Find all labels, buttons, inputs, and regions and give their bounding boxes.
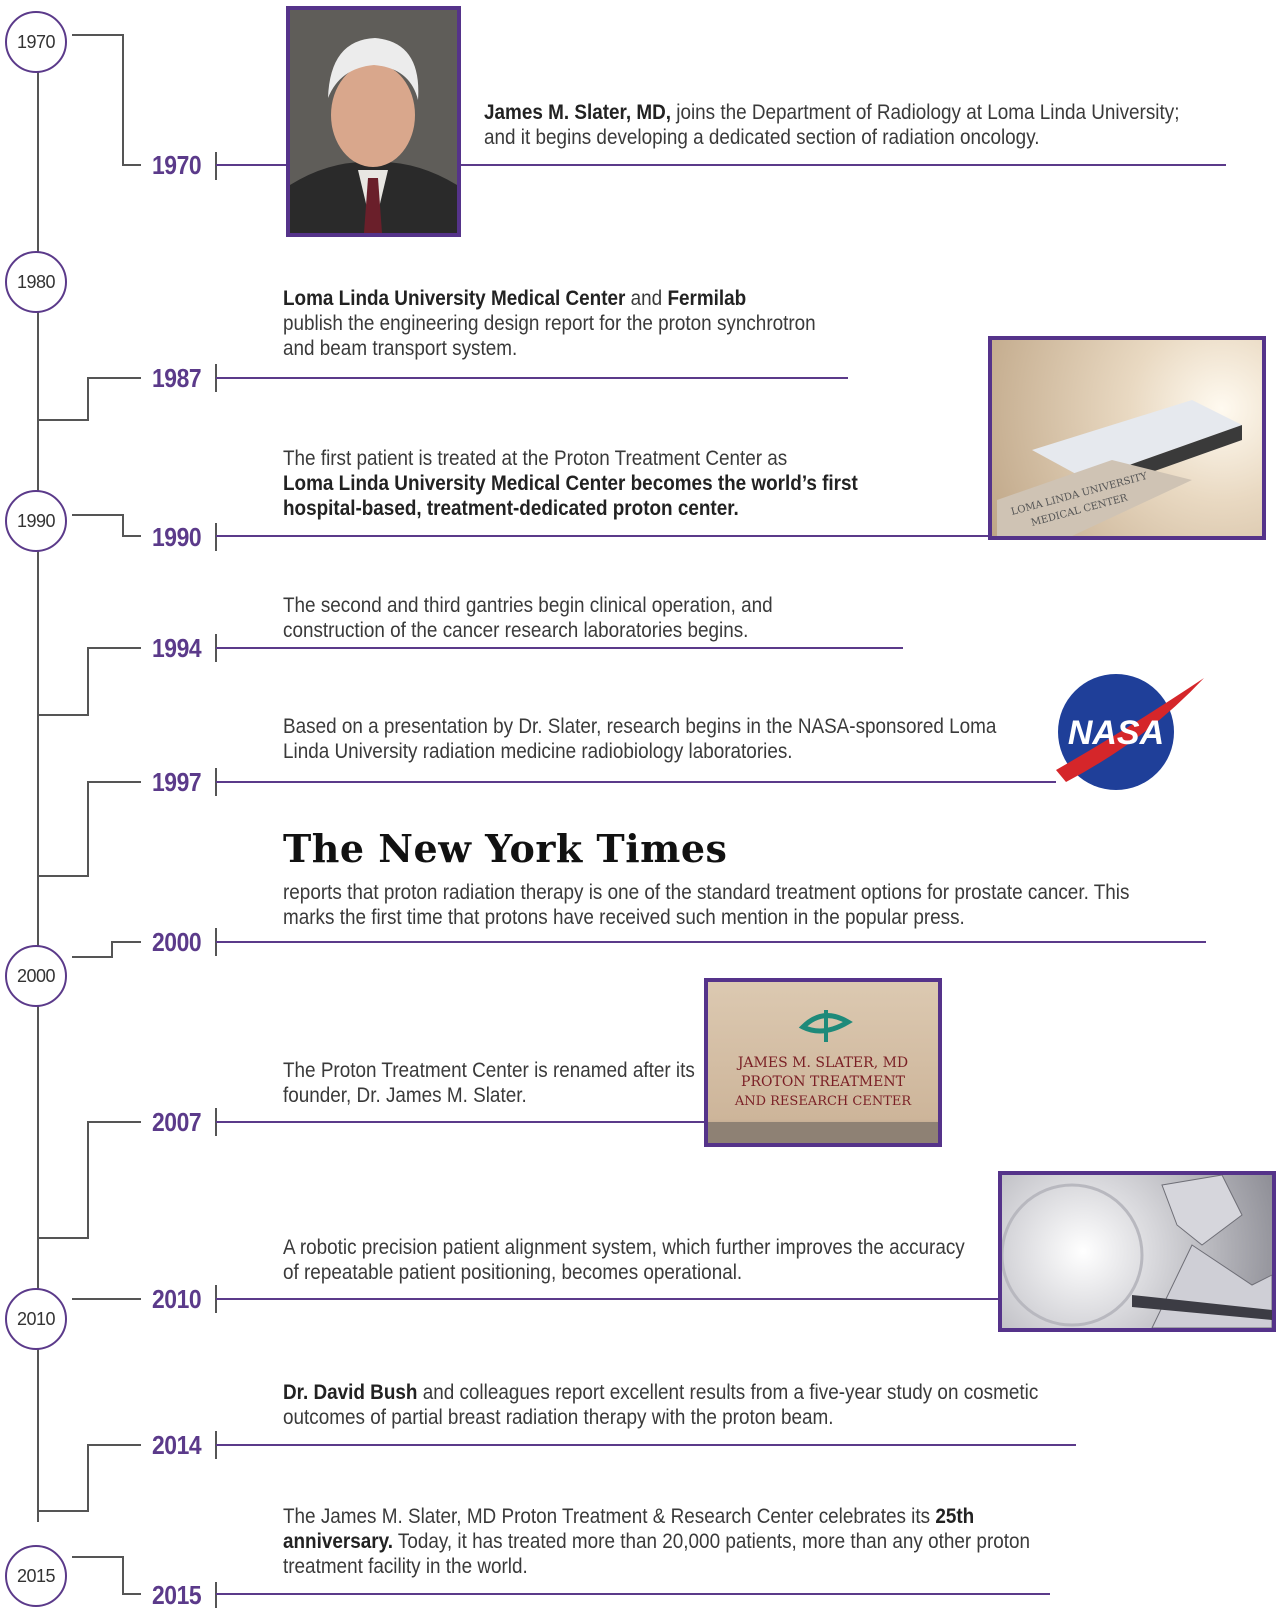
event-2007-text: The Proton Treatment Center is renamed a…: [283, 1059, 695, 1107]
portrait-photo: [286, 6, 461, 237]
event-text-2015: The James M. Slater, MD Proton Treatment…: [283, 1504, 1057, 1579]
event-text-1994: The second and third gantries begin clin…: [283, 593, 868, 643]
gantry-illustration: LOMA LINDA UNIVERSITY MEDICAL CENTER: [997, 400, 1242, 536]
event-text-2000: reports that proton radiation therapy is…: [283, 880, 1183, 930]
year-label-2000: 2000: [152, 927, 202, 957]
year-label-1994: 1994: [152, 633, 202, 663]
event-2014-bold: Dr. David Bush: [283, 1381, 418, 1404]
event-text-1970: James M. Slater, MD, joins the Departmen…: [484, 100, 1215, 150]
event-text-2014: Dr. David Bush and colleagues report exc…: [283, 1380, 1075, 1430]
event-1987-text: publish the engineering design report fo…: [283, 312, 816, 360]
event-1990-bold: Loma Linda University Medical Center bec…: [283, 472, 858, 520]
decade-marker-2015: 2015: [5, 1545, 67, 1607]
center-sign-photo: JAMES M. SLATER, MD PROTON TREATMENT AND…: [704, 978, 942, 1147]
event-1987-and: and: [625, 287, 668, 310]
center-sign-line2: PROTON TREATMENT: [741, 1074, 906, 1090]
event-text-1997: Based on a presentation by Dr. Slater, r…: [283, 714, 1030, 764]
center-sign-line3: AND RESEARCH CENTER: [734, 1094, 913, 1109]
center-sign-line1: JAMES M. SLATER, MD: [736, 1055, 908, 1071]
event-1990-text: The first patient is treated at the Prot…: [283, 447, 788, 470]
nasa-logo: NASA: [1036, 670, 1206, 790]
event-2015-text2: Today, it has treated more than 20,000 p…: [283, 1530, 1031, 1578]
event-2010-text: A robotic precision patient alignment sy…: [283, 1236, 965, 1284]
year-label-2010: 2010: [152, 1284, 202, 1314]
year-label-1970: 1970: [152, 150, 202, 180]
year-label-2007: 2007: [152, 1107, 202, 1137]
portrait-illustration: [290, 10, 457, 233]
event-1970-text: joins the Department of Radiology at Lom…: [484, 101, 1180, 149]
event-2000-text: reports that proton radiation therapy is…: [283, 881, 1130, 929]
treatment-room-photo: LOMA LINDA UNIVERSITY MEDICAL CENTER: [988, 336, 1266, 540]
decade-marker-2010: 2010: [5, 1288, 67, 1350]
event-text-1990: The first patient is treated at the Prot…: [283, 446, 931, 521]
event-1987-bold2: Fermilab: [667, 287, 747, 310]
year-label-1990: 1990: [152, 522, 202, 552]
event-1970-bold: James M. Slater, MD,: [484, 101, 671, 124]
event-1987-bold1: Loma Linda University Medical Center: [283, 287, 626, 310]
event-2014-text: and colleagues report excellent results …: [283, 1381, 1039, 1429]
decade-marker-1990: 1990: [5, 490, 67, 552]
event-1997-text: Based on a presentation by Dr. Slater, r…: [283, 715, 997, 763]
year-label-1997: 1997: [152, 767, 202, 797]
nyt-masthead: The New York Times: [283, 826, 728, 871]
event-1994-text: The second and third gantries begin clin…: [283, 594, 773, 642]
event-2015-text1: The James M. Slater, MD Proton Treatment…: [283, 1505, 936, 1528]
nasa-logo-text: NASA: [1068, 714, 1164, 752]
decade-marker-1970: 1970: [5, 11, 67, 73]
year-label-2015: 2015: [152, 1580, 202, 1610]
event-text-1987: Loma Linda University Medical Center and…: [283, 286, 841, 361]
decade-marker-1980: 1980: [5, 251, 67, 313]
event-2015-bold: 25th anniversary.: [283, 1505, 975, 1553]
decade-marker-2000: 2000: [5, 945, 67, 1007]
event-text-2010: A robotic precision patient alignment sy…: [283, 1235, 967, 1285]
robotic-alignment-photo: [998, 1171, 1276, 1332]
year-label-1987: 1987: [152, 363, 202, 393]
year-label-2014: 2014: [152, 1430, 202, 1460]
event-text-2007: The Proton Treatment Center is renamed a…: [283, 1058, 706, 1108]
